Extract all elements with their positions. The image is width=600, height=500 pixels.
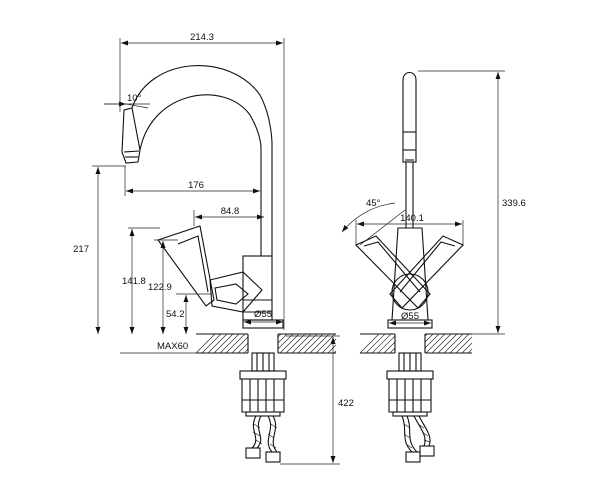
hatch-line: [321, 338, 337, 354]
dimension-hose-length: 422: [280, 335, 354, 465]
dimension-handle-height: 141.8: [122, 227, 160, 334]
hatch-line: [219, 333, 240, 354]
hatch-line: [467, 348, 473, 354]
base-diameter-front-label: Ø55: [401, 311, 419, 322]
dimension-spout-reach: 176: [124, 166, 260, 196]
faucet-side-body: [121, 65, 284, 329]
hatch-line: [461, 342, 473, 354]
base-diameter-side-label: Ø55: [254, 309, 272, 320]
deck-thickness-label: MAX60: [157, 341, 188, 352]
hatch-line: [279, 333, 300, 354]
hatch-line: [455, 336, 473, 354]
hatch-line: [201, 333, 222, 354]
dimension-lever-height: 122.9: [148, 239, 178, 334]
dimension-spout-angle: 10°: [104, 93, 150, 109]
hatch-line: [285, 333, 306, 354]
hatch-line: [303, 333, 324, 354]
dimension-handle-swing-angle: 45°: [341, 198, 406, 246]
hatch-line: [431, 333, 452, 354]
lever-height-label: 122.9: [148, 282, 172, 293]
overall-width-label: 214.3: [190, 32, 214, 43]
handle-span-label: 140.1: [400, 213, 424, 224]
hatch-line: [291, 333, 312, 354]
mounting-shank-side: [239, 352, 287, 417]
hose-length-label: 422: [338, 398, 354, 409]
front-view: 45° 140.1 339.6 Ø55: [341, 70, 526, 463]
hatch-line: [371, 333, 392, 354]
countertop-section-front: [359, 333, 473, 355]
dimension-base-diameter-front: Ø55: [389, 311, 431, 326]
hatch-line: [425, 333, 446, 354]
dimension-handle-span: 140.1: [355, 213, 464, 246]
side-view: 214.3 10°: [73, 32, 354, 465]
hatch-line: [359, 333, 380, 354]
faucet-front-body: [355, 71, 464, 329]
dimension-base-diameter-side: Ø55: [244, 309, 283, 325]
hatch-line: [449, 333, 470, 354]
dimension-base-height: 54.2: [166, 293, 212, 334]
handle-swing-angle-label: 45°: [366, 198, 381, 209]
hatch-line: [377, 333, 398, 354]
countertop-section-side: [195, 333, 337, 355]
hatch-line: [297, 333, 318, 354]
hatch-line: [225, 333, 246, 354]
hatch-line: [213, 333, 234, 354]
mounting-shank-front: [386, 352, 434, 417]
handle-reach-label: 84.8: [221, 206, 240, 217]
hatch-line: [195, 333, 216, 354]
front-height-label: 339.6: [502, 198, 526, 209]
braided-hoses-front: [401, 415, 435, 463]
dimension-handle-reach: 84.8: [193, 206, 264, 226]
dimension-deck-thickness: MAX60: [120, 341, 196, 354]
spout-angle-label: 10°: [127, 93, 142, 104]
hatch-line: [365, 333, 386, 354]
handle-height-label: 141.8: [122, 276, 146, 287]
hatch-line: [309, 333, 330, 354]
braided-hoses-side: [245, 415, 281, 463]
dimension-front-height: 339.6: [418, 70, 526, 335]
hatch-line: [443, 333, 464, 354]
hatch-line: [437, 333, 458, 354]
total-height-label: 217: [73, 244, 89, 255]
dimension-overall-width: 214.3: [119, 32, 285, 330]
hatch-line: [207, 333, 228, 354]
hatch-line: [315, 333, 336, 354]
spout-reach-label: 176: [188, 180, 204, 191]
base-height-label: 54.2: [166, 309, 185, 320]
dimension-total-height: 217: [73, 165, 126, 334]
